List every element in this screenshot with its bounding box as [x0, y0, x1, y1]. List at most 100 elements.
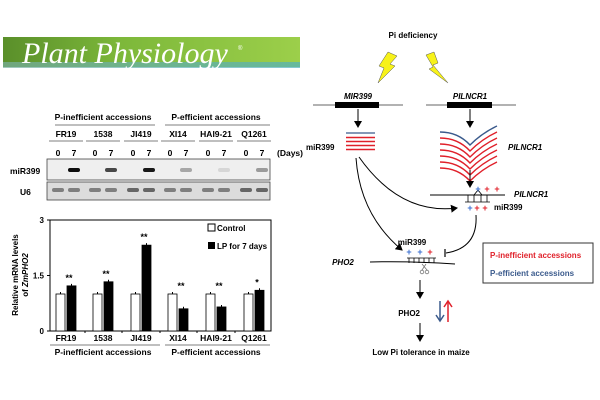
y-tick-label: 1.5 — [33, 272, 45, 281]
lncrna-label: PILNCR1 — [508, 143, 543, 152]
transcript-line — [439, 131, 498, 153]
mir399-transcripts — [346, 132, 375, 151]
y-tick-label: 3 — [40, 216, 45, 225]
scissors-icon — [419, 263, 430, 275]
plus-sign: + — [427, 247, 432, 257]
blot-accession-label: FR19 — [56, 129, 77, 139]
duplex-mirna-label: miR399 — [494, 203, 523, 212]
stress-label: Pi deficiency — [389, 31, 438, 40]
u6-band — [105, 188, 117, 192]
legend-label: LP for 7 days — [217, 242, 268, 251]
x-tick-label: 1538 — [94, 333, 113, 343]
y-axis-label: Relative mRNA levels — [11, 234, 20, 316]
bar-lp — [66, 285, 77, 332]
x-tick-label: XI14 — [169, 333, 187, 343]
bar-lp — [178, 308, 189, 332]
transcript-line — [439, 143, 498, 165]
u6-band — [89, 188, 101, 192]
bar-control — [243, 293, 254, 332]
bar-control — [130, 293, 141, 332]
target-mirna-label: miR399 — [398, 238, 427, 247]
significance-label: ** — [102, 269, 110, 279]
plus-sign: + — [484, 184, 489, 194]
u6-band — [202, 188, 214, 192]
gene-box — [447, 102, 492, 108]
legend-efficient: P-efficient accessions — [490, 269, 575, 278]
day-label: 7 — [222, 148, 227, 158]
blot-accession-label: Q1261 — [241, 129, 267, 139]
blot-group-header: P-inefficient accessions — [55, 112, 152, 122]
u6-band — [218, 188, 230, 192]
mir399-band — [180, 168, 192, 172]
mir399-band — [143, 168, 155, 172]
mir399-band — [256, 168, 268, 172]
x-tick-label: FR19 — [56, 333, 77, 343]
mir399-band — [218, 168, 230, 172]
blot-group-header: P-efficient accessions — [171, 112, 261, 122]
chart-group-label: P-efficient accessions — [171, 347, 261, 357]
legend-swatch-lp — [208, 242, 215, 249]
day-label: 0 — [56, 148, 61, 158]
bar-lp — [103, 281, 114, 332]
u6-band — [127, 188, 139, 192]
blot-accession-label: XI14 — [169, 129, 187, 139]
day-label: 7 — [260, 148, 265, 158]
u6-band — [68, 188, 80, 192]
blot-row-label: U6 — [20, 187, 31, 197]
bar-control — [167, 293, 178, 332]
blot-accession-label: HAI9-21 — [200, 129, 232, 139]
lightning-icon — [425, 51, 449, 84]
transcript-line — [439, 161, 498, 183]
u6-band — [143, 188, 155, 192]
model-diagram: Pi deficiency MIR399 PILNCR1 miR399 PILN… — [306, 31, 594, 357]
blot-accession-label: JI419 — [130, 129, 152, 139]
bar-lp — [254, 289, 265, 332]
u6-band — [240, 188, 252, 192]
days-unit-label: (Days) — [277, 148, 303, 158]
u6-band — [164, 188, 176, 192]
blot-row-label: miR399 — [10, 166, 41, 176]
day-label: 0 — [244, 148, 249, 158]
outcome-label: Low Pi tolerance in maize — [372, 348, 470, 357]
mir399-blot-panel — [46, 158, 271, 181]
x-tick-label: Q1261 — [241, 333, 267, 343]
protein-label: PHO2 — [398, 309, 420, 318]
plus-sign: + — [467, 203, 472, 213]
significance-label: ** — [140, 232, 148, 242]
day-label: 0 — [131, 148, 136, 158]
blot-accession-label: 1538 — [94, 129, 113, 139]
day-label: 7 — [147, 148, 152, 158]
significance-label: ** — [65, 273, 73, 283]
gene-label-mir399: MIR399 — [344, 92, 373, 101]
day-label: 0 — [168, 148, 173, 158]
transcript-line — [439, 149, 498, 171]
day-label: 7 — [184, 148, 189, 158]
bar-lp — [216, 306, 227, 332]
bar-control — [55, 293, 66, 332]
journal-banner: Plant Physiology ® — [3, 37, 300, 70]
transcript-line — [439, 137, 498, 159]
pilncr1-transcripts — [439, 125, 498, 183]
u6-band — [180, 188, 192, 192]
target-gene-label: PHO2 — [332, 258, 354, 267]
gene-box — [335, 102, 379, 108]
bar-lp — [141, 244, 152, 332]
bar-chart: Relative mRNA levels of ZmPHO2 01.53**FR… — [11, 216, 272, 357]
significance-label: ** — [177, 281, 185, 291]
legend-swatch-control — [207, 223, 216, 232]
plus-sign: + — [417, 247, 422, 257]
bar-control — [205, 293, 216, 332]
plus-sign: + — [482, 203, 487, 213]
day-label: 7 — [109, 148, 114, 158]
significance-label: * — [255, 277, 259, 287]
day-label: 7 — [72, 148, 77, 158]
mir399-band — [105, 168, 117, 172]
x-tick-label: HAI9-21 — [200, 333, 232, 343]
u6-band — [52, 188, 64, 192]
northern-blot: P-inefficient accessions P-efficient acc… — [10, 112, 303, 201]
day-label: 0 — [206, 148, 211, 158]
registered-mark: ® — [238, 45, 243, 52]
bar-control — [92, 293, 103, 332]
plus-sign: + — [406, 247, 411, 257]
